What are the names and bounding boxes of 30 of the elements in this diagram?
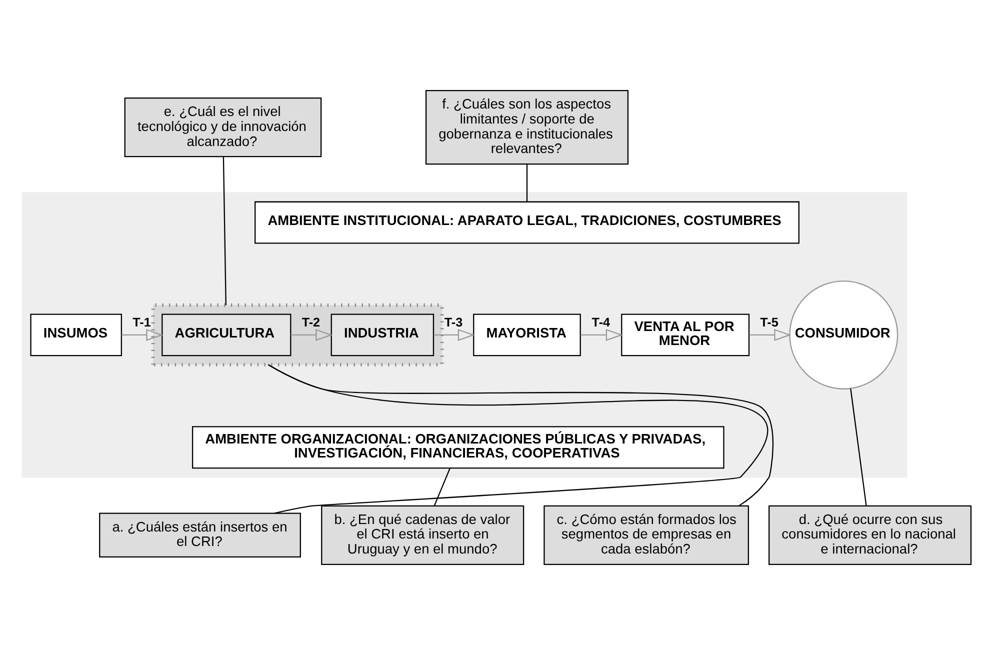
node-box: INSUMOS [30,313,122,356]
node-box: d. ¿Qué ocurre con sus consumidores en lo nacional e internacional? [768,504,972,564]
edge-label: T-4 [592,315,610,330]
edge-label: T-2 [302,315,320,330]
node-box: f. ¿Cuáles son los aspectos limitantes / soporte de gobernanza e institucionales relevantes? [425,90,629,164]
node-box: e. ¿Cuál es el nivel tecnológico y de innovación alcanzado? [124,96,322,157]
connector [850,388,867,506]
edge-label: T-1 [132,315,151,330]
arrow [434,328,476,340]
connector [434,468,450,506]
node-circle: CONSUMIDOR [789,280,898,389]
arrow [749,328,792,340]
node-box: AMBIENTE ORGANIZACIONAL: ORGANIZACIONES PÚBLICAS Y PRIVADAS, INVESTIGACIÓN, FINANCIERAS, COOPERATIVAS [192,426,724,468]
node-box: VENTA AL POR MENOR [621,313,750,356]
node-box: a. ¿Cuáles están insertos en el CRI? [99,512,301,558]
cluster [22,192,908,478]
edge-label: T-3 [444,315,463,330]
node-box: b. ¿En qué cadenas de valor el CRI está inserto en Uruguay y en el mundo? [321,504,524,564]
edge-label: T-5 [760,315,778,330]
arrow [580,328,624,340]
connector [526,164,528,202]
arrow [290,328,333,340]
node-box: c. ¿Cómo están formados los segmentos de empresas en cada eslabón? [544,504,749,564]
node-box: AGRICULTURA [162,313,292,356]
node-box: AMBIENTE INSTITUCIONAL: APARATO LEGAL, TRADICIONES, COSTUMBRES [254,200,800,244]
arrow [122,328,164,340]
node-box: MAYORISTA [473,313,581,356]
node-box: INDUSTRIA [330,313,434,356]
cluster [151,302,444,366]
connector [222,156,226,305]
